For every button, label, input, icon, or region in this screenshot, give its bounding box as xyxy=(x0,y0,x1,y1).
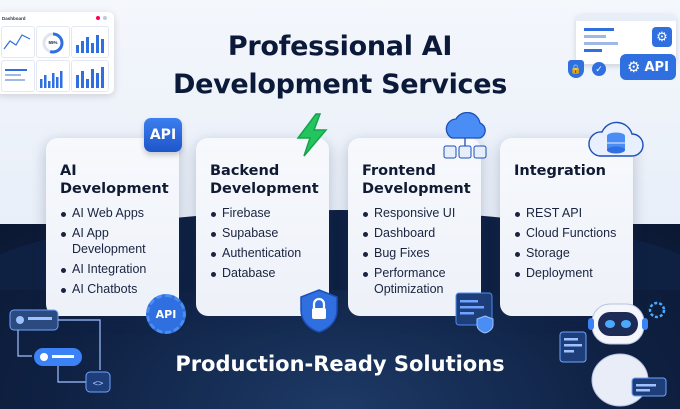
dashboard-mockup: Dashboard 55% xyxy=(0,12,114,94)
card-integration: Integration REST API Cloud Functions Sto… xyxy=(500,138,633,316)
list-item: Storage xyxy=(514,246,616,262)
list-item: AI App Development xyxy=(60,226,162,257)
cloud-database-icon xyxy=(586,116,646,165)
card-backend-development: Backend Development Firebase Supabase Au… xyxy=(196,138,329,316)
cloud-server-icon xyxy=(438,111,492,167)
list-item: AI Integration xyxy=(60,262,162,278)
list-item: Deployment xyxy=(514,266,616,282)
dashboard-percent: 55% xyxy=(48,40,58,45)
card-list: Firebase Supabase Authentication Databas… xyxy=(210,206,301,286)
footer-tagline: Production-Ready Solutions xyxy=(175,352,505,376)
api-badge-card: API xyxy=(144,118,182,152)
list-item: Dashboard xyxy=(362,226,466,242)
card-list: AI Web Apps AI App Development AI Integr… xyxy=(60,206,162,302)
list-item: REST API xyxy=(514,206,616,222)
card-list: Responsive UI Dashboard Bug Fixes Perfor… xyxy=(362,206,466,302)
card-ai-development: AI Development AI Web Apps AI App Develo… xyxy=(46,138,179,316)
checkmark-icon: ✓ xyxy=(592,62,606,76)
list-item: Performance Optimization xyxy=(362,266,466,297)
list-item: Firebase xyxy=(210,206,301,222)
title-line-1: Professional AI xyxy=(227,31,453,62)
title-line-2: Development Services xyxy=(172,69,508,100)
card-heading: AI Development xyxy=(60,163,169,197)
gear-icon: ⚙ xyxy=(627,58,641,76)
svg-text:<>: <> xyxy=(93,379,104,389)
list-item: AI Web Apps xyxy=(60,206,162,222)
card-heading: Integration xyxy=(514,163,606,179)
list-item: Cloud Functions xyxy=(514,226,616,242)
flow-diagram-illustration: <> xyxy=(0,300,120,409)
list-item: Responsive UI xyxy=(362,206,466,222)
shield-lock-icon xyxy=(298,288,340,339)
robot-illustration xyxy=(556,296,680,409)
api-gear-badge: API xyxy=(146,294,186,334)
shield-lock-icon: 🔒 xyxy=(568,60,584,78)
list-item: Authentication xyxy=(210,246,301,262)
card-frontend-development: Frontend Development Responsive UI Dashb… xyxy=(348,138,481,316)
gear-icon: ⚙ xyxy=(652,27,672,47)
list-item: AI Chatbots xyxy=(60,282,162,298)
page-title: Professional AI Development Services xyxy=(0,28,680,104)
card-heading: Frontend Development xyxy=(362,163,471,197)
list-item: Database xyxy=(210,266,301,282)
dashboard-title: Dashboard xyxy=(2,16,26,21)
card-list: REST API Cloud Functions Storage Deploym… xyxy=(514,206,616,286)
lightning-icon xyxy=(290,112,334,163)
list-item: Bug Fixes xyxy=(362,246,466,262)
code-monitor-icon xyxy=(455,292,495,339)
list-item: Supabase xyxy=(210,226,301,242)
api-badge-top-right: ⚙ API xyxy=(620,54,676,80)
card-heading: Backend Development xyxy=(210,163,319,197)
